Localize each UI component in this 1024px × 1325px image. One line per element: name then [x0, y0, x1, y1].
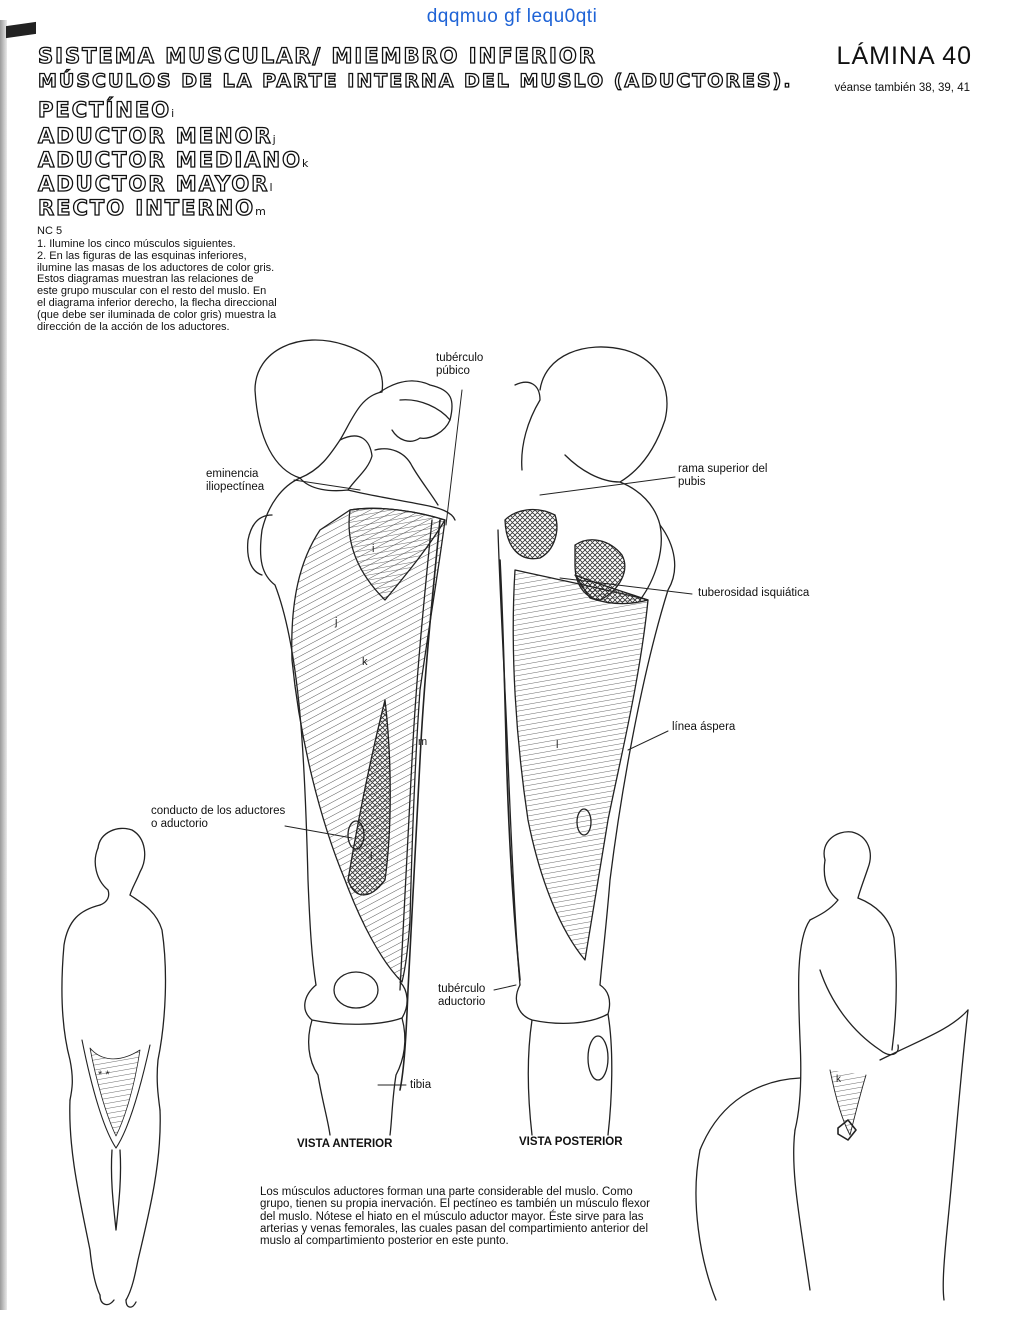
watermark-text: dqqmuo gf lequ0qti	[426, 6, 598, 27]
label-tibia: tibia	[410, 1079, 432, 1091]
muscle-name-text: RECTO INTERNO	[37, 195, 256, 220]
muscle-key: i	[171, 107, 177, 120]
page-edge-shadow	[0, 20, 7, 1310]
rider-on-horse-figure	[695, 831, 969, 1301]
view-posterior-label: VISTA POSTERIOR	[519, 1136, 623, 1148]
label-tuberculo-aductorio: tubérculo aductorio	[438, 983, 486, 1008]
anterior-pelvis	[254, 339, 456, 521]
muscle-name-aductor-menor: ADUCTOR MENORj	[37, 123, 278, 148]
mark-l: l	[370, 851, 372, 863]
mark-star-left: * *	[98, 1069, 110, 1081]
instructions-block: 1. Ilumine los cinco músculos siguientes…	[37, 238, 277, 333]
caption-text: Los músculos aductores forman una parte …	[260, 1186, 650, 1248]
label-tuberosidad: tuberosidad isquiática	[698, 587, 810, 599]
mark-k: k	[362, 656, 368, 668]
muscle-key: j	[272, 133, 278, 146]
standing-woman-figure	[61, 827, 167, 1308]
plate-number: LÁMINA 40	[836, 42, 972, 70]
instruction-step-1: 1. Ilumine los cinco músculos siguientes…	[37, 238, 236, 250]
muscle-key: k	[301, 157, 311, 170]
muscle-name-text: ADUCTOR MENOR	[37, 123, 273, 148]
muscle-name-aductor-mediano: ADUCTOR MEDIANOk	[37, 147, 311, 172]
label-leaders	[284, 389, 693, 1086]
label-linea-aspera: línea áspera	[672, 721, 736, 733]
muscle-name-text: PECTÍNEO	[37, 97, 172, 122]
muscle-name-pectineo: PECTÍNEOi	[37, 97, 177, 122]
mark-l-posterior: l	[556, 739, 558, 751]
label-eminencia-iliopectinea: eminencia iliopectínea	[206, 468, 265, 493]
label-rama-superior: rama superior del pubis	[678, 463, 768, 488]
mark-i: i	[372, 543, 374, 555]
muscle-name-text: ADUCTOR MAYOR	[37, 171, 270, 196]
instruction-code: NC 5	[37, 225, 63, 237]
posterior-pelvis	[504, 346, 668, 601]
mark-j: j	[334, 616, 337, 628]
muscle-name-text: ADUCTOR MEDIANO	[37, 147, 302, 172]
see-also: véanse también 38, 39, 41	[834, 82, 970, 94]
anterior-adductor-mass	[291, 507, 446, 1091]
posterior-adductor-mass	[499, 559, 649, 981]
title-line-1: SISTEMA MUSCULAR/ MIEMBRO INFERIOR	[37, 43, 597, 68]
mark-m: m	[418, 736, 427, 748]
label-conducto: conducto de los aductores o aductorio	[151, 805, 286, 830]
mark-k-rider: k	[836, 1074, 842, 1085]
muscle-name-aductor-mayor: ADUCTOR MAYORl	[37, 171, 275, 196]
label-tuberculo-pubico: tubérculo púbico	[436, 352, 484, 377]
muscle-key: m	[255, 205, 268, 218]
instruction-step-2: 2. En las figuras de las esquinas inferi…	[37, 249, 277, 333]
muscle-name-recto-interno: RECTO INTERNOm	[37, 195, 268, 220]
muscle-key: l	[269, 181, 275, 194]
title-line-2: MÚSCULOS DE LA PARTE INTERNA DEL MUSLO (…	[37, 69, 793, 92]
view-anterior-label: VISTA ANTERIOR	[297, 1138, 393, 1150]
